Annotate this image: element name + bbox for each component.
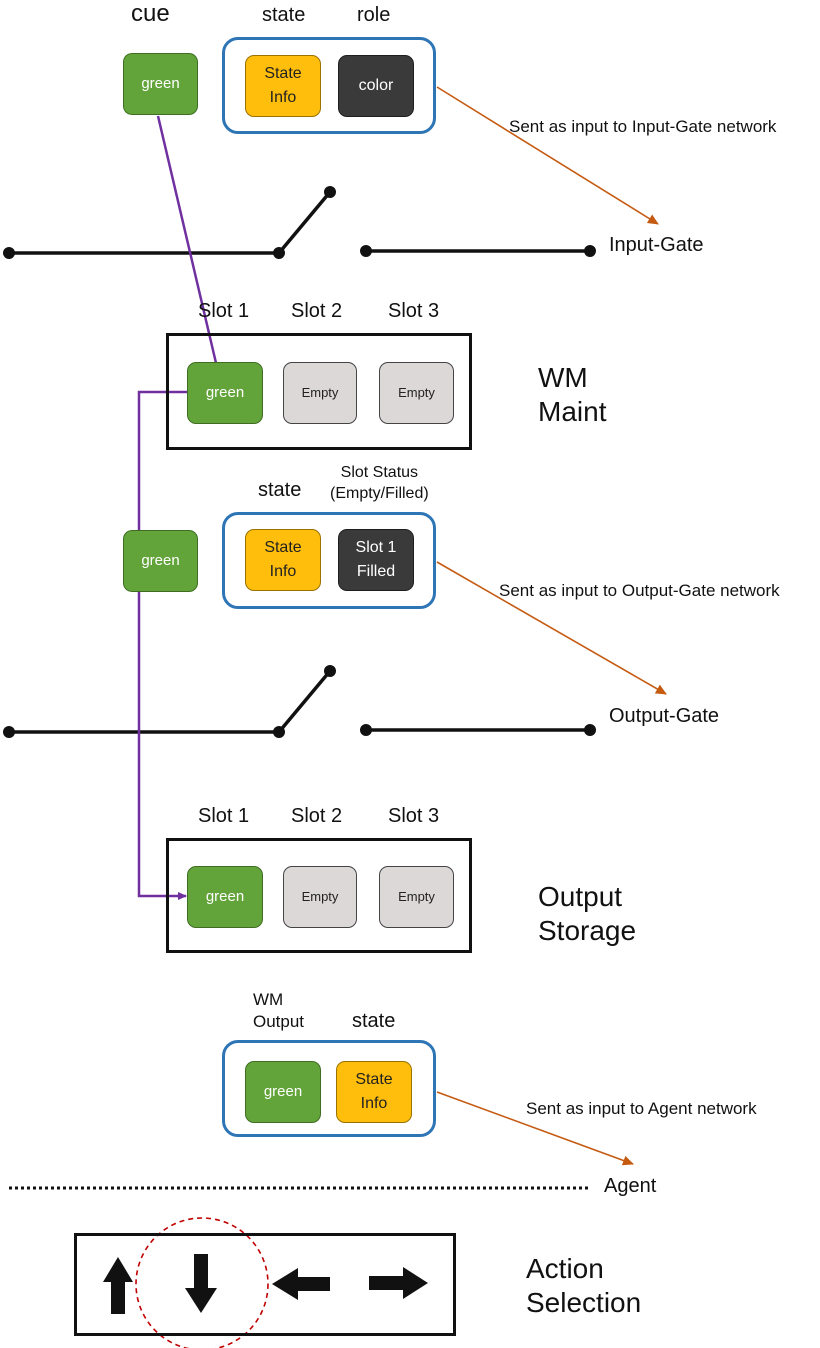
state-label-3: state bbox=[352, 1010, 396, 1032]
cue-green-box-2: green bbox=[123, 530, 198, 592]
input-gate-switch bbox=[3, 186, 596, 259]
input-gate-input-group bbox=[222, 37, 436, 134]
output-storage-frame bbox=[166, 838, 472, 953]
slot-status-box: Slot 1 Filled bbox=[338, 529, 414, 591]
action-selection-title: Action Selection bbox=[526, 1253, 642, 1318]
output-gate-note-arrow bbox=[436, 561, 667, 695]
output-gate-label: Output-Gate bbox=[609, 705, 720, 727]
right-arrow-icon bbox=[369, 1267, 428, 1299]
state-info-box: State Info bbox=[245, 55, 321, 117]
out-slot2-label: Slot 2 bbox=[291, 805, 343, 827]
role-label: role bbox=[357, 4, 391, 26]
wm-slot2-label: Slot 2 bbox=[291, 300, 343, 322]
wm-slot2-empty: Empty bbox=[283, 362, 357, 424]
slot-status-label: Slot Status (Empty/Filled) bbox=[330, 464, 429, 502]
wm-maint-title: WM Maint bbox=[538, 362, 607, 427]
out-slot3-empty: Empty bbox=[379, 866, 454, 928]
state-info-box-3: State Info bbox=[336, 1061, 412, 1123]
agent-note: Sent as input to Agent network bbox=[526, 1099, 757, 1118]
input-gate-note: Sent as input to Input-Gate network bbox=[509, 117, 777, 136]
agent-label: Agent bbox=[604, 1175, 657, 1197]
input-gate-label: Input-Gate bbox=[609, 234, 704, 256]
selection-circle bbox=[135, 1217, 269, 1348]
wm-output-label: WM Output bbox=[253, 990, 305, 1031]
action-selection-frame bbox=[74, 1233, 456, 1336]
state-info-box-2: State Info bbox=[245, 529, 321, 591]
wm-output-green-box: green bbox=[245, 1061, 321, 1123]
output-gate-switch bbox=[3, 665, 596, 738]
wm-slot1-green: green bbox=[187, 362, 263, 424]
output-gate-input-group bbox=[222, 512, 436, 609]
wm-slot3-empty: Empty bbox=[379, 362, 454, 424]
down-arrow-icon bbox=[185, 1254, 217, 1313]
agent-input-group bbox=[222, 1040, 436, 1137]
output-gate-note: Sent as input to Output-Gate network bbox=[499, 581, 780, 600]
out-slot3-label: Slot 3 bbox=[388, 805, 440, 827]
role-color-box: color bbox=[338, 55, 414, 117]
wm-maint-frame bbox=[166, 333, 472, 450]
agent-note-arrow bbox=[436, 1091, 634, 1166]
out-slot1-green: green bbox=[187, 866, 263, 928]
state-label-2: state bbox=[258, 479, 302, 501]
input-gate-note-arrow bbox=[436, 86, 659, 225]
cue-green-box: green bbox=[123, 53, 198, 115]
slot1-to-output-storage-arrow bbox=[137, 390, 187, 900]
output-storage-title: Output Storage bbox=[538, 881, 637, 946]
wm-slot1-label: Slot 1 bbox=[198, 300, 250, 322]
wm-slot3-label: Slot 3 bbox=[388, 300, 440, 322]
left-arrow-icon bbox=[272, 1268, 330, 1300]
out-slot1-label: Slot 1 bbox=[198, 805, 250, 827]
cue-to-slot1-arrow bbox=[156, 115, 223, 381]
out-slot2-empty: Empty bbox=[283, 866, 357, 928]
up-arrow-icon bbox=[103, 1257, 133, 1314]
state-label: state bbox=[262, 4, 306, 26]
cue-label: cue bbox=[131, 0, 170, 27]
